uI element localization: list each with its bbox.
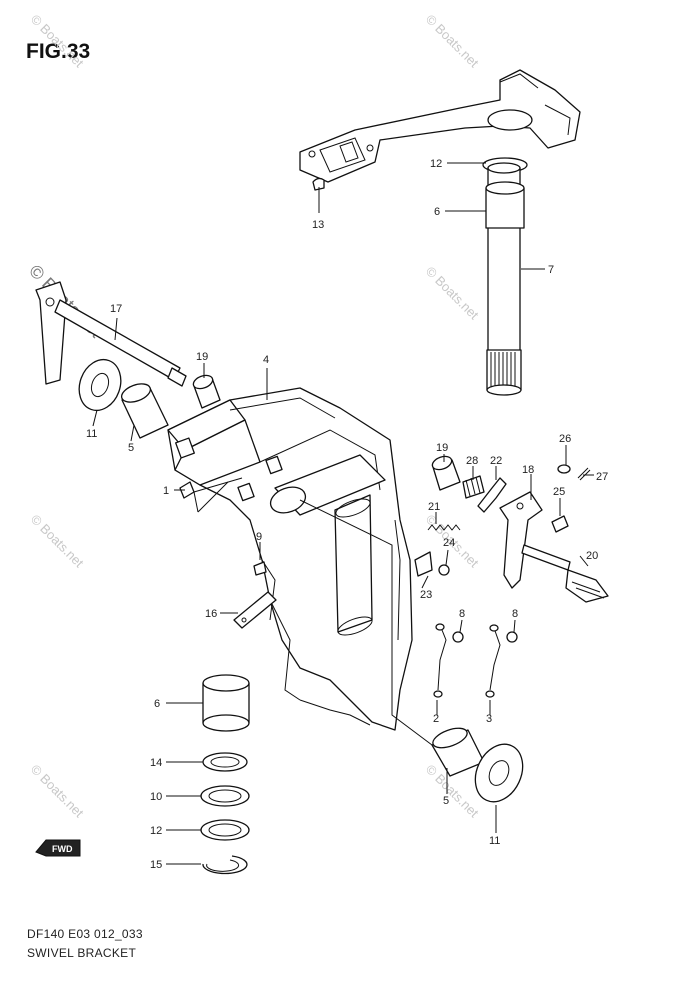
callout-27: 27 xyxy=(596,471,608,483)
callout-6-lower: 6 xyxy=(154,698,160,710)
plate-23 xyxy=(414,551,433,577)
washer-14 xyxy=(202,752,248,772)
callout-21: 21 xyxy=(428,501,440,513)
lever-22 xyxy=(477,477,507,513)
stopper-16 xyxy=(233,591,277,629)
nut-25 xyxy=(551,515,569,533)
leader-lines xyxy=(92,162,594,865)
callout-8-left: 8 xyxy=(459,608,465,620)
bushing-6-lower xyxy=(202,674,250,732)
bolt-24 xyxy=(438,564,450,576)
callout-19-right: 19 xyxy=(436,442,448,454)
bushing-5-right xyxy=(431,727,485,777)
ground-wire-2 xyxy=(433,623,447,698)
model-code: DF140 E03 012_033 xyxy=(27,927,143,941)
callout-5-left: 5 xyxy=(128,442,134,454)
callout-28: 28 xyxy=(466,455,478,467)
spring-21 xyxy=(427,524,461,531)
callout-15: 15 xyxy=(150,859,162,871)
callout-9: 9 xyxy=(256,531,262,543)
callout-7: 7 xyxy=(548,264,554,276)
callout-1: 1 xyxy=(163,485,169,497)
callout-12-lower: 12 xyxy=(150,825,162,837)
callout-17: 17 xyxy=(110,303,122,315)
callout-11-left: 11 xyxy=(86,428,97,440)
callout-8-right: 8 xyxy=(512,608,518,620)
washer-10 xyxy=(200,785,250,807)
pin-27 xyxy=(577,467,591,481)
forward-arrow-label: FWD xyxy=(52,844,73,854)
watermark: © Boats.net xyxy=(28,762,87,821)
callout-16: 16 xyxy=(205,608,217,620)
callouts: 1 2 3 4 5 5 6 6 7 8 8 9 10 11 11 12 12 1… xyxy=(86,158,608,871)
callout-13: 13 xyxy=(312,219,324,231)
tilt-rod-17 xyxy=(54,299,187,387)
watermark: © Boats.net xyxy=(423,12,482,71)
washer-11-right xyxy=(474,743,524,803)
ground-wire-3 xyxy=(485,624,501,698)
callout-3: 3 xyxy=(486,713,492,725)
bushing-5-left xyxy=(120,383,169,439)
forward-arrow-icon: FWD xyxy=(35,839,81,857)
washer-26 xyxy=(557,464,571,474)
callout-4: 4 xyxy=(263,354,269,366)
callout-10: 10 xyxy=(150,791,162,803)
screw-9 xyxy=(253,561,267,576)
callout-12-upper: 12 xyxy=(430,158,442,170)
steering-shaft-7 xyxy=(485,162,525,396)
callout-22: 22 xyxy=(490,455,502,467)
callout-6-upper: 6 xyxy=(434,206,440,218)
callout-2: 2 xyxy=(433,713,439,725)
callout-26: 26 xyxy=(559,433,571,445)
callout-19-left: 19 xyxy=(196,351,208,363)
lever-18 xyxy=(499,491,543,589)
washer-12-lower xyxy=(200,819,250,841)
pin-13 xyxy=(312,177,325,191)
figure-title: FIG.33 xyxy=(26,40,91,63)
tilt-lever-left xyxy=(35,281,67,385)
watermark: © Boats.net xyxy=(28,512,87,571)
figure-caption: SWIVEL BRACKET xyxy=(27,946,137,960)
steering-arm xyxy=(299,69,581,183)
callout-23: 23 xyxy=(420,589,432,601)
callout-24: 24 xyxy=(443,537,455,549)
callout-20: 20 xyxy=(586,550,598,562)
rod-with-pad-20 xyxy=(521,544,609,603)
swivel-bracket-4 xyxy=(167,387,413,731)
callout-5-right: 5 xyxy=(443,795,449,807)
callout-18: 18 xyxy=(522,464,534,476)
bushing-19-left xyxy=(192,374,221,409)
callout-14: 14 xyxy=(150,757,162,769)
callout-25: 25 xyxy=(553,486,565,498)
watermark: © Boats.net xyxy=(423,264,482,323)
bolt-8-left xyxy=(452,631,464,643)
bushing-19-right xyxy=(431,455,461,491)
snap-ring-15 xyxy=(202,855,248,875)
bolt-8-right xyxy=(506,631,518,643)
watermark: © Boats.net xyxy=(28,12,87,71)
spring-28 xyxy=(462,475,485,499)
washer-11-left xyxy=(78,358,122,412)
callout-11-right: 11 xyxy=(489,835,500,847)
